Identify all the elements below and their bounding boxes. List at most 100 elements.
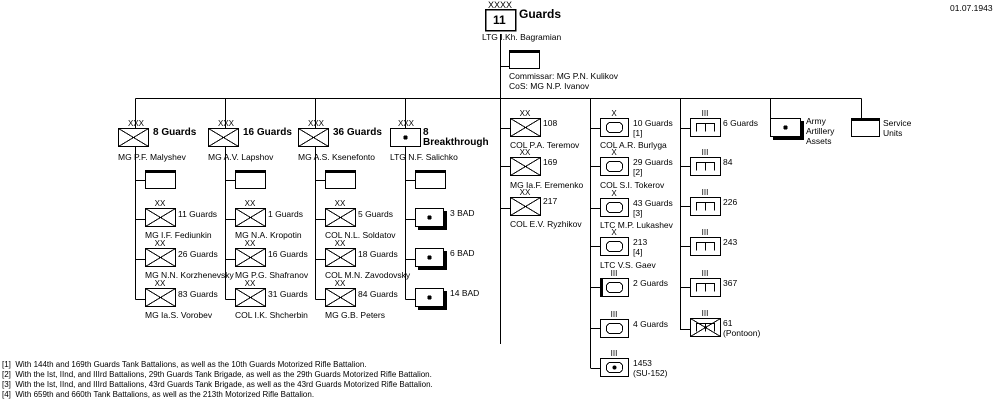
tank-unit-name: 43 Guards [633, 198, 673, 208]
armor-symbol: X [600, 109, 629, 137]
svg-text:XX: XX [335, 239, 346, 248]
engineer-symbol: III [690, 228, 721, 256]
staff-symbol [235, 170, 266, 189]
svg-text:X: X [611, 228, 617, 237]
division-name: 18 Guards [358, 249, 398, 259]
artillery-symbol [415, 248, 447, 270]
division-commander: COL I.K. Shcherbin [235, 310, 308, 320]
infantry-symbol: XX [145, 279, 176, 307]
division-name: 1 Guards [268, 209, 303, 219]
division-commander: COL M.N. Zavodovsky [325, 270, 411, 280]
staff-symbol [325, 170, 356, 189]
tank-unit-note: [4] [633, 247, 643, 257]
infantry-symbol: XX [235, 199, 266, 227]
svg-text:III: III [702, 109, 709, 118]
tank-unit-commander: COL A.R. Burlyga [600, 140, 667, 150]
corps-echelon: XXX [128, 119, 145, 128]
army-symbol [484, 8, 517, 32]
svg-text:XX: XX [155, 199, 166, 208]
engineer-unit-name: 84 [723, 157, 733, 167]
engineer-unit-name: 6 Guards [723, 118, 758, 128]
commissar: Commissar: MG P.N. Kulikov [509, 71, 618, 81]
svg-text:X: X [611, 148, 617, 157]
staff-symbol [851, 118, 880, 137]
engineer-symbol: III [690, 188, 721, 216]
army-number: 11 [493, 13, 506, 27]
tank-unit-commander: LTC M.P. Lukashev [600, 220, 673, 230]
service-label: Units [883, 128, 903, 138]
svg-text:XX: XX [155, 279, 166, 288]
corps-echelon: XXX [308, 119, 325, 128]
infantry-symbol: XX [325, 279, 356, 307]
artillery-label: Artillery [806, 126, 835, 136]
tank-unit-commander: LTC V.S. Gaev [600, 260, 656, 270]
tank-unit-name: 4 Guards [633, 319, 668, 329]
service-label: Service [883, 118, 912, 128]
division-commander: MG N.N. Korzhenevsky [145, 270, 234, 280]
staff-symbol [509, 50, 540, 69]
footnote: [4] With 659th and 660th Tank Battalions… [2, 390, 315, 399]
engineer-unit-name: 226 [723, 197, 738, 207]
corps-name: 8 Guards [153, 127, 197, 138]
tank-unit-note: [3] [633, 208, 643, 218]
svg-text:XX: XX [155, 239, 166, 248]
artillery-symbol [390, 128, 421, 147]
rifle-division-commander: COL P.A. Teremov [510, 140, 580, 150]
artillery-label: Army [806, 116, 826, 126]
infantry-symbol [208, 128, 239, 147]
infantry-symbol: XX [235, 279, 266, 307]
division-commander: MG P.G. Shafranov [235, 270, 309, 280]
division-name: 11 Guards [178, 209, 218, 219]
armor-symbol: X [600, 148, 629, 176]
svg-text:III: III [611, 269, 618, 278]
svg-text:XX: XX [520, 148, 531, 157]
svg-text:III: III [611, 310, 618, 319]
svg-text:X: X [611, 109, 617, 118]
svg-text:III: III [702, 269, 709, 278]
rifle-division-commander: COL E.V. Ryzhikov [510, 219, 582, 229]
chief-of-staff: CoS: MG N.P. Ivanov [509, 81, 590, 91]
division-name: 5 Guards [358, 209, 393, 219]
division-name: 16 Guards [268, 249, 308, 259]
tank-unit-name: 10 Guards [633, 118, 673, 128]
armor-symbol: X [600, 189, 629, 217]
date: 01.07.1943 [950, 3, 993, 13]
division-commander: MG Ia.S. Vorobev [145, 310, 213, 320]
rifle-division-name: 217 [543, 196, 558, 206]
corps-echelon: XXX [218, 119, 235, 128]
corps-name: Breakthrough [423, 137, 489, 148]
staff-symbol [145, 170, 176, 189]
engineer-unit-name: 61 [723, 318, 733, 328]
footnote: [3] With the Ist, IInd, and IIIrd Battal… [2, 380, 433, 389]
corps-commander: MG A.V. Lapshov [208, 152, 274, 162]
engineer-unit-name: 367 [723, 278, 738, 288]
corps-commander: MG P.F. Malyshev [118, 152, 186, 162]
infantry-symbol: XX [510, 109, 541, 137]
infantry-symbol [298, 128, 329, 147]
footnote: [1] With 144th and 169th Guards Tank Bat… [2, 360, 367, 369]
tank-unit-name: 213 [633, 237, 648, 247]
artillery-symbol [415, 288, 447, 310]
engineer-unit-note: (Pontoon) [723, 328, 761, 338]
engineer-symbol: III [690, 309, 721, 337]
tank-unit-note: [2] [633, 167, 643, 177]
army-commander: LTG I.Kh. Bagramian [482, 32, 562, 42]
engineer-symbol: III [690, 109, 721, 137]
engineer-symbol: III [690, 148, 721, 176]
division-name: 31 Guards [268, 289, 308, 299]
division-commander: COL N.L. Soldatov [325, 230, 396, 240]
division-name: 26 Guards [178, 249, 218, 259]
tank-unit-note: (SU-152) [633, 368, 668, 378]
staff-symbol [415, 170, 446, 189]
division-commander: MG I.F. Fediunkin [145, 230, 212, 240]
infantry-symbol: XX [325, 199, 356, 227]
artillery-symbol [415, 208, 447, 230]
svg-text:XX: XX [520, 188, 531, 197]
infantry-symbol: XX [235, 239, 266, 267]
artillery-division-name: 6 BAD [450, 248, 475, 258]
engineer-unit-name: 243 [723, 237, 738, 247]
armor-symbol: X [600, 228, 629, 256]
svg-text:III: III [702, 309, 709, 318]
svg-text:III: III [702, 148, 709, 157]
tank-unit-note: [1] [633, 128, 643, 138]
